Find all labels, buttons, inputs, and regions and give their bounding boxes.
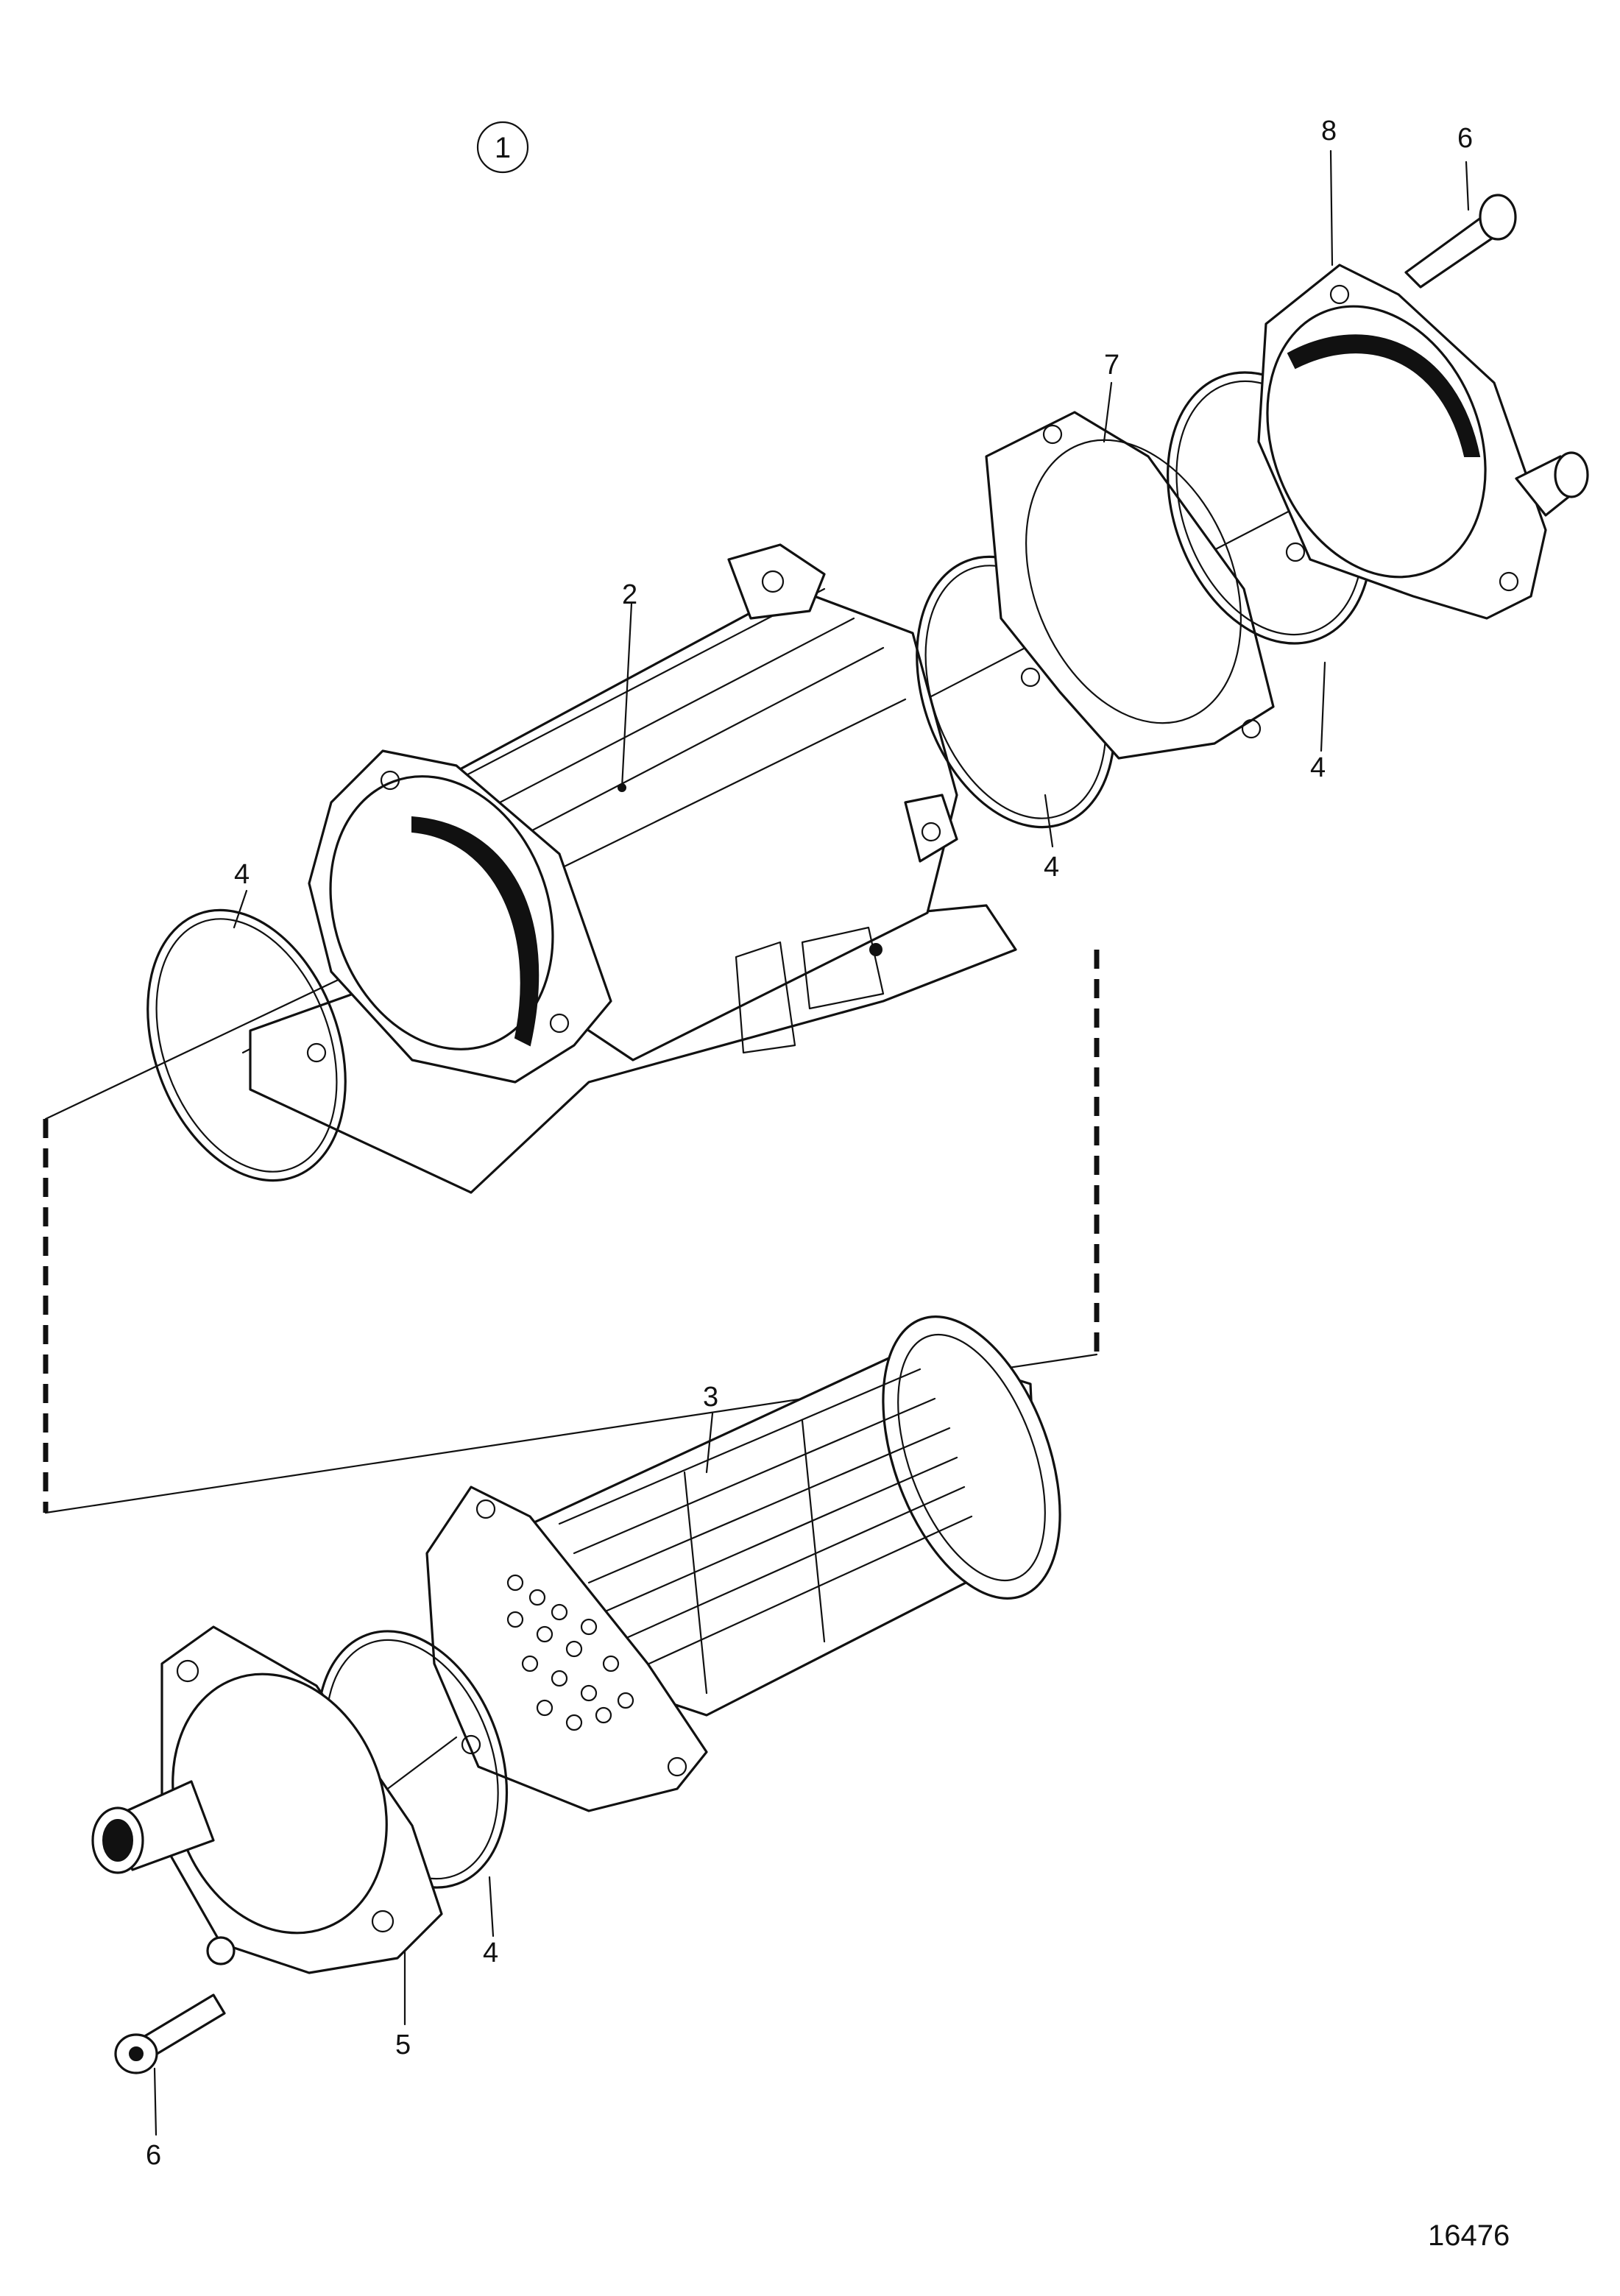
screw-top [1404,194,1517,289]
callout-gasket-plate: 7 [1104,350,1120,381]
end-cover-upper [1257,264,1589,620]
view-marker-label: 1 [495,132,511,164]
callout-o-ring-middle: 4 [1044,852,1059,883]
leader-lines [153,149,1470,2136]
gasket-plate [985,411,1275,760]
o-ring-left [146,908,347,1182]
screw-bottom [114,1993,226,2074]
drawing-number: 16476 [1428,2219,1510,2252]
housing [249,543,1017,1194]
callout-housing: 2 [622,579,637,610]
callout-screw-bottom: 6 [146,2140,161,2171]
callout-end-cover-lower: 5 [395,2030,411,2060]
callout-screw-top: 6 [1457,123,1473,154]
callouts: 2 4 4 7 4 8 6 3 4 5 6 [146,116,1473,2171]
callout-end-cover-upper: 8 [1321,116,1337,146]
end-cover-lower [91,1625,443,1974]
callout-o-ring-left: 4 [234,859,250,890]
callout-o-ring-lower: 4 [483,1938,498,1968]
callout-o-ring-right: 4 [1310,752,1326,783]
callout-cooler-insert: 3 [703,1382,718,1413]
view-marker: 1 [476,121,529,174]
cooler-insert [425,1315,1061,1812]
